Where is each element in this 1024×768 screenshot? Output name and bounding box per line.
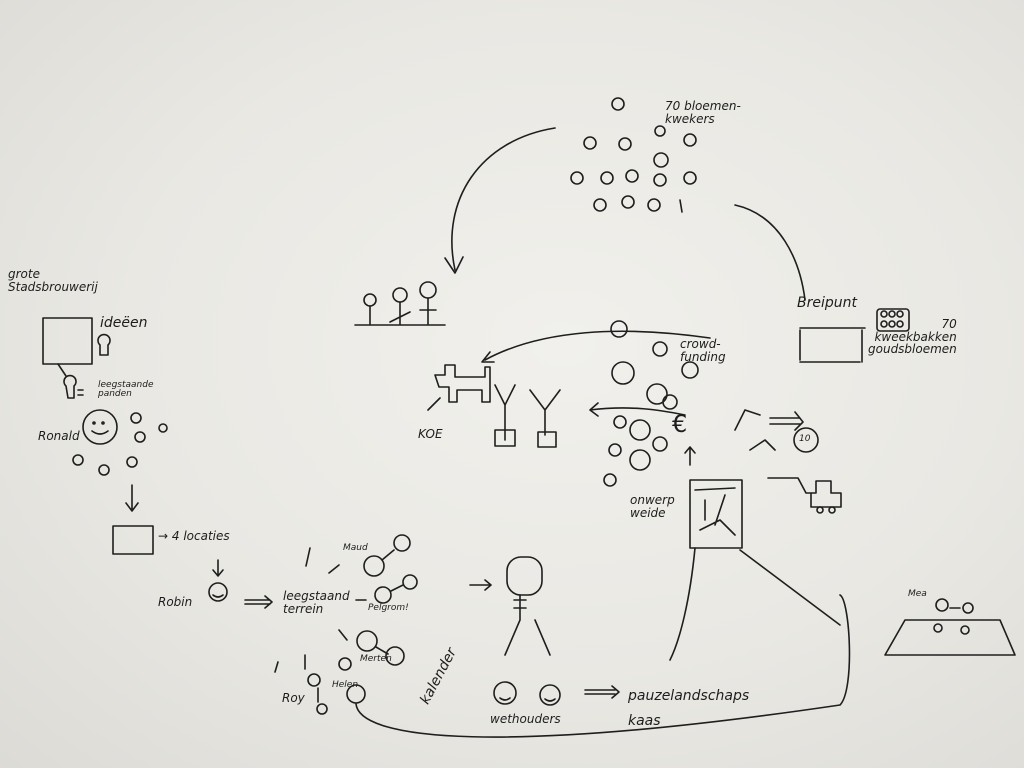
tractor-sketch (767, 477, 842, 514)
people-network (274, 534, 851, 738)
label-breipunt: Breipunt (797, 295, 857, 311)
arrow-from-breipunt (734, 204, 806, 301)
label-helen: Helen (332, 680, 359, 690)
location-box (112, 525, 154, 555)
label-crowdfunding: crowd-funding (680, 337, 726, 364)
wethouders-faces (493, 681, 620, 706)
label-ronald: Ronald (38, 429, 80, 443)
arrow-crowdfunding (481, 330, 711, 363)
label-mea: Mea (908, 589, 927, 599)
arrow-up (684, 446, 696, 466)
double-arrow (244, 595, 273, 609)
hands-arrow (734, 409, 804, 451)
label-bloemenkwekers: 70 bloemen-kwekers (665, 99, 741, 126)
label-locaties: → 4 locaties (158, 529, 230, 543)
crowdfunding-circles (603, 320, 699, 487)
design-meadow-board (669, 479, 841, 661)
label-ideeen: ideëen (100, 315, 148, 331)
arrow-to-garden (444, 127, 556, 274)
arrow-to-robin (212, 559, 224, 577)
brewery-box (42, 317, 111, 399)
garden-sketch (354, 281, 446, 326)
cow-sketch (427, 364, 561, 448)
label-maud: Maud (343, 543, 368, 553)
label-merten: Merten (360, 654, 392, 664)
person-figure (469, 556, 551, 656)
mea-table (884, 598, 1016, 656)
arrow-down (125, 484, 139, 512)
robin-face (208, 582, 228, 602)
people-circles-ronald (72, 409, 168, 476)
label-pelgrom: Pelgrom! (368, 603, 409, 613)
breipunt-box (799, 308, 910, 363)
ten-circle (793, 427, 819, 453)
label-ten: 10 (799, 434, 811, 444)
flower-grower-circles (570, 97, 697, 213)
label-roy: Roy (282, 691, 305, 705)
label-wethouders: wethouders (490, 712, 561, 726)
label-koe: KOE (418, 427, 443, 441)
label-robin: Robin (158, 595, 193, 609)
arrow-left (589, 402, 686, 417)
euro-sign: € (672, 410, 688, 438)
